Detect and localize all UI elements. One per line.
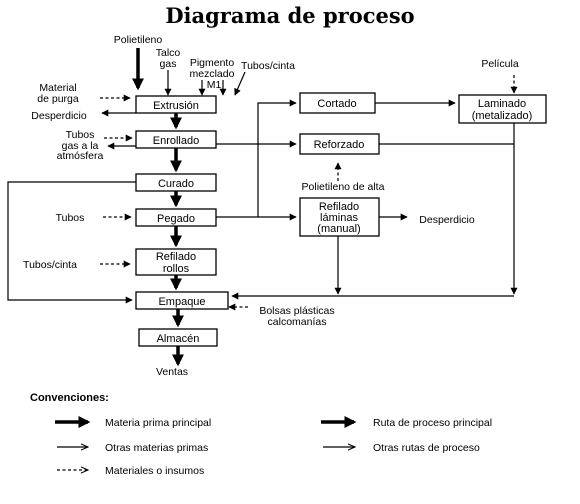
node-empaque: Empaque: [135, 291, 229, 310]
label-gas: gas: [160, 58, 177, 70]
label-desperdicio-right: Desperdicio: [419, 214, 475, 226]
label-ventas: Ventas: [156, 366, 188, 378]
diagram-title: Diagrama de proceso: [165, 3, 414, 28]
node-refilado-rollos-label-1: Refilado: [156, 251, 196, 263]
label-bolsas-plasticas: Bolsas plásticas: [259, 305, 334, 317]
label-m1: M1: [207, 79, 222, 91]
label-pelicula: Película: [481, 58, 519, 70]
node-enrollado: Enrollado: [135, 130, 217, 149]
node-extrusion: Extrusión: [135, 95, 217, 114]
node-reforzado: Reforzado: [299, 133, 380, 155]
node-empaque-label: Empaque: [158, 296, 205, 308]
node-refilado-laminas: Refilado láminas (manual): [299, 197, 380, 237]
label-de-purga: de purga: [37, 93, 79, 105]
node-curado: Curado: [135, 173, 217, 192]
node-pegado: Pegado: [135, 208, 217, 227]
node-refilado-laminas-label-3: (manual): [317, 223, 360, 235]
route-curado-empaque: [7, 181, 136, 304]
node-curado-label: Curado: [158, 178, 194, 190]
label-tubos-gas: Tubos: [66, 129, 95, 141]
label-atmosfera: atmósfera: [57, 150, 104, 162]
legend-materiales-insumos: Materiales o insumos: [105, 465, 204, 477]
node-cortado: Cortado: [299, 92, 376, 114]
label-tubos: Tubos: [56, 212, 85, 224]
node-refilado-laminas-label-2: láminas: [320, 212, 358, 224]
node-refilado-rollos-label-2: rollos: [163, 263, 190, 275]
node-almacen-label: Almacén: [157, 333, 200, 345]
node-pegado-label: Pegado: [157, 213, 195, 225]
label-material: Material: [39, 82, 76, 94]
route-pegado-cortado: [257, 99, 297, 217]
label-polietileno-alta: Polietileno de alta: [302, 181, 385, 193]
label-desperdicio-left: Desperdicio: [31, 110, 87, 122]
label-tubos-cinta-top: Tubos/cinta: [241, 60, 295, 72]
label-calcomanias: calcomanías: [268, 316, 327, 328]
legend-otras-rutas: Otras rutas de proceso: [373, 442, 480, 454]
node-refilado-laminas-label-1: Refilado: [319, 201, 359, 213]
node-laminado: Laminado (metalizado): [458, 94, 547, 124]
node-cortado-label: Cortado: [317, 98, 356, 110]
label-pigmento: Pigmento: [190, 57, 235, 69]
node-refilado-rollos: Refilado rollos: [135, 248, 217, 276]
legend-otras-materias-primas: Otras materias primas: [105, 442, 208, 454]
node-extrusion-label: Extrusión: [153, 100, 199, 112]
node-enrollado-label: Enrollado: [153, 135, 199, 147]
label-gas-a-la: gas a la: [62, 140, 99, 152]
node-laminado-label-2: (metalizado): [472, 110, 533, 122]
label-mezclado: mezclado: [190, 68, 235, 80]
legend-ruta-principal: Ruta de proceso principal: [373, 417, 492, 429]
label-tubos-cinta-left: Tubos/cinta: [23, 259, 77, 271]
label-talco: Talco: [156, 47, 181, 59]
node-laminado-label-1: Laminado: [478, 98, 526, 110]
legend-title: Convenciones:: [30, 392, 109, 404]
node-reforzado-label: Reforzado: [314, 139, 365, 151]
node-almacen: Almacén: [138, 328, 218, 347]
label-polietileno: Polietileno: [114, 34, 163, 46]
arrow-tubos-cinta-top: [234, 71, 246, 96]
legend: Convenciones: Materia prima principal Ot…: [30, 392, 492, 477]
legend-materia-prima-principal: Materia prima principal: [105, 417, 211, 429]
